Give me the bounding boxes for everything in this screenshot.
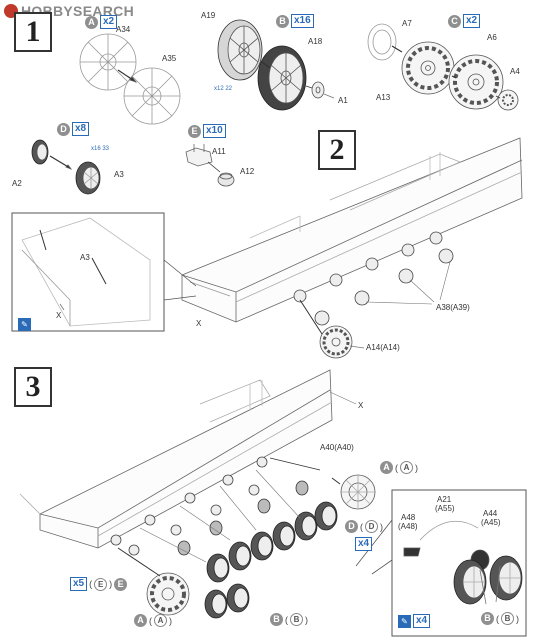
brush-icon-2: ✎ [398,614,411,628]
letter-a: A [85,15,98,29]
label-a21: A21 [437,495,452,504]
callout-d-top: D x8 [57,122,90,136]
ref-d: x16 33 [91,146,110,152]
letter-c: C [448,14,461,28]
label-a40: A40(A40) [320,443,354,452]
sprocket-a14 [319,325,353,359]
qty-inset: x4 [413,614,431,628]
letter-d-paren: D [365,520,378,533]
label-a19: A19 [201,11,216,20]
letter-b-mid: B [270,613,283,626]
label-a4: A4 [510,67,520,76]
wheel-a19 [217,19,263,81]
qty-e: x10 [203,124,226,138]
callout-c-top: C x2 [448,14,481,28]
callout-e-top: E x10 [188,124,226,138]
label-a35: A35 [162,54,177,63]
letter-a-bottom-paren: A [154,614,167,627]
road-wheels-step3 [204,501,338,619]
letter-a-step3: A [380,461,393,474]
callout-e-step3: x5 ( E ) E [70,577,128,591]
label-a12: A12 [240,167,255,176]
inset-tools: ✎ x4 [398,614,431,628]
label-a11: A11 [212,147,226,156]
step-number-3: 3 [14,367,52,407]
callout-d-step3: D ( D ) [345,520,383,533]
suspension-step2 [293,231,454,326]
label-a48: A48 [401,513,416,522]
qty-d-step3: x4 [355,537,373,551]
hull-step2 [181,137,523,323]
callout-b-top: B x16 [276,14,314,28]
label-a14: A14(A14) [366,343,400,352]
wheel-a3 [75,161,101,195]
label-a48b: (A48) [398,522,418,531]
sprocket-step3-bottom [146,572,190,616]
label-a55: (A55) [435,504,455,513]
hub-a4 [497,89,519,111]
letter-d-step3: D [345,520,358,533]
label-x-inset: X [56,311,62,320]
idler-a-step3 [340,474,376,510]
callout-a-bottom: A ( A ) [134,614,172,627]
sprocket-a13 [401,41,455,95]
label-a45: (A45) [481,518,501,527]
letter-e-paren: E [94,577,108,591]
step-number-1: 1 [14,12,52,52]
label-a13: A13 [376,93,391,102]
letter-e: E [188,124,201,138]
letter-a-paren: A [400,461,413,474]
brush-icon: ✎ [18,318,31,331]
hull-step3 [19,369,333,549]
label-a1: A1 [338,96,348,105]
return-rollers-step3 [177,480,309,556]
label-a34: A34 [116,25,131,34]
label-x-step2: X [196,319,202,328]
callout-b-mid: B ( B ) [270,613,308,626]
callout-b-inset: B ( B ) [481,612,519,625]
part-a12 [217,172,235,187]
label-a38: A38(A39) [436,303,470,312]
suspension-step3 [110,456,268,556]
letter-b-inset-paren: B [501,612,514,625]
wheel-a34 [79,33,137,91]
letter-a-bottom: A [134,614,147,627]
qty-c: x2 [463,14,481,28]
step-number-2: 2 [318,130,356,170]
wheel-a35 [123,67,181,125]
callout-a-step3: A ( A ) [380,461,418,474]
qty-e-step3: x5 [70,577,88,591]
ref-b: x12 22 [214,86,233,92]
label-a18: A18 [308,37,323,46]
letter-d: D [57,122,70,136]
cap-a1 [311,81,325,99]
label-a6: A6 [487,33,497,42]
ring-a7 [367,23,397,61]
wheel-a18 [257,45,307,111]
qty-b: x16 [291,14,314,28]
letter-b-inset: B [481,612,494,625]
label-a7: A7 [402,19,412,28]
label-a3: A3 [114,170,124,179]
wheel-a2 [31,139,49,165]
inset-box-step2 [11,212,197,332]
label-a44: A44 [483,509,498,518]
letter-e-step3: E [114,577,128,591]
qty-d: x8 [72,122,90,136]
qty-a: x2 [100,15,118,29]
label-a3-inset: A3 [80,253,90,262]
label-a2: A2 [12,179,22,188]
sprocket-a6 [448,54,504,110]
letter-b: B [276,14,289,28]
label-x-step3: X [358,401,364,410]
letter-b-mid-paren: B [290,613,303,626]
part-a11 [185,144,213,167]
inset-box-step3 [355,489,527,637]
callout-a-top: A x2 [85,15,118,29]
